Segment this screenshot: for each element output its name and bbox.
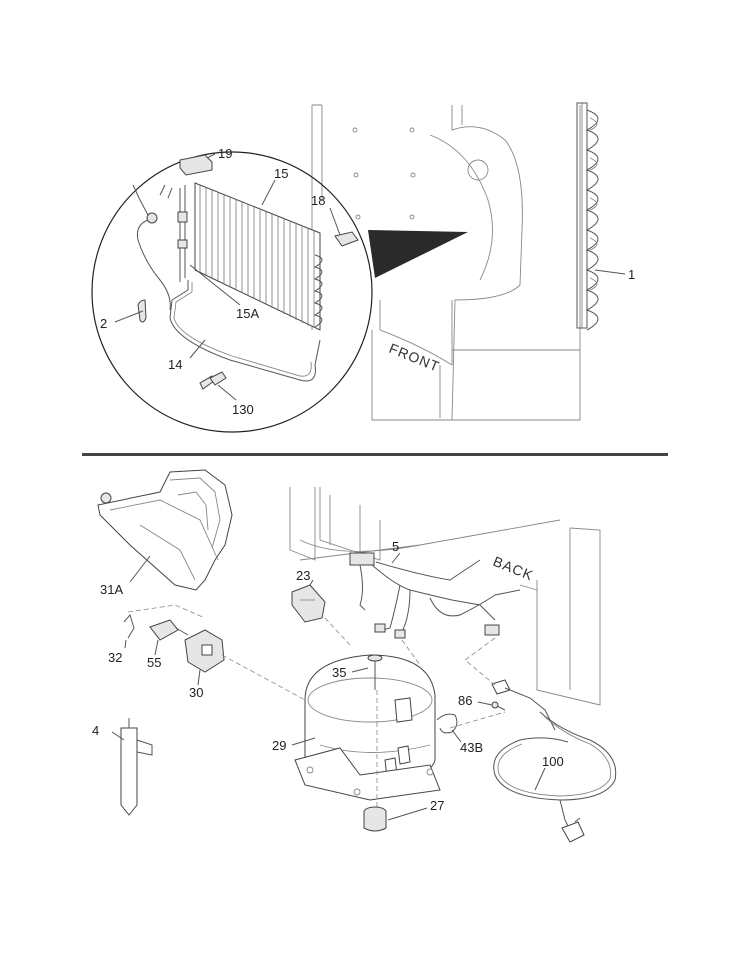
label-100: 100 (542, 754, 564, 769)
part-30-overload (184, 629, 225, 673)
label-23: 23 (296, 568, 310, 583)
condenser-coil (576, 102, 599, 331)
section-divider (82, 453, 668, 456)
part-43b-clamp (436, 713, 458, 734)
wiring-harness (349, 552, 521, 639)
part-23-relay (291, 584, 326, 623)
label-30: 30 (189, 685, 203, 700)
bottom-leader-lines (111, 555, 546, 821)
part-130-plug (199, 371, 227, 390)
label-15: 15 (274, 166, 288, 181)
part-100-power-cord (491, 679, 617, 843)
part-55-connector (149, 619, 189, 641)
part-4-drier (120, 718, 153, 816)
back-annotation: BACK (491, 553, 536, 584)
label-32: 32 (108, 650, 122, 665)
part-32-clip (123, 613, 135, 639)
location-wedge (368, 230, 468, 278)
drain-tube (169, 280, 321, 382)
part-27-grommet (363, 806, 387, 832)
label-130: 130 (232, 402, 254, 417)
bottom-part-labels: 31A 5 23 32 55 30 35 86 4 29 43B 100 27 (92, 539, 564, 813)
label-1: 1 (628, 267, 635, 282)
label-31a: 31A (100, 582, 123, 597)
label-14: 14 (168, 357, 182, 372)
sensor-and-wire (132, 184, 173, 311)
label-4: 4 (92, 723, 99, 738)
evaporator (177, 182, 323, 331)
label-35: 35 (332, 665, 346, 680)
label-19: 19 (218, 146, 232, 161)
part-19-block (179, 154, 213, 176)
assembly-dashed-lines (127, 604, 506, 729)
compressor (294, 654, 441, 801)
label-29: 29 (272, 738, 286, 753)
label-27: 27 (430, 798, 444, 813)
label-2: 2 (100, 316, 107, 331)
drain-pan (97, 469, 233, 591)
label-18: 18 (311, 193, 325, 208)
label-86: 86 (458, 693, 472, 708)
label-5: 5 (392, 539, 399, 554)
part-86-screw (491, 701, 506, 711)
detail-magnifier-circle (91, 151, 373, 433)
label-43b: 43B (460, 740, 483, 755)
top-part-labels: 19 15 18 1 2 15A 14 130 (100, 146, 635, 417)
part-35-bolt (367, 654, 383, 690)
top-leader-lines (114, 153, 626, 401)
label-15a: 15A (236, 306, 259, 321)
front-annotation: FRONT (387, 340, 442, 375)
part-18-block (334, 231, 359, 247)
label-55: 55 (147, 655, 161, 670)
freezer-cabinet: FRONT (311, 104, 581, 421)
